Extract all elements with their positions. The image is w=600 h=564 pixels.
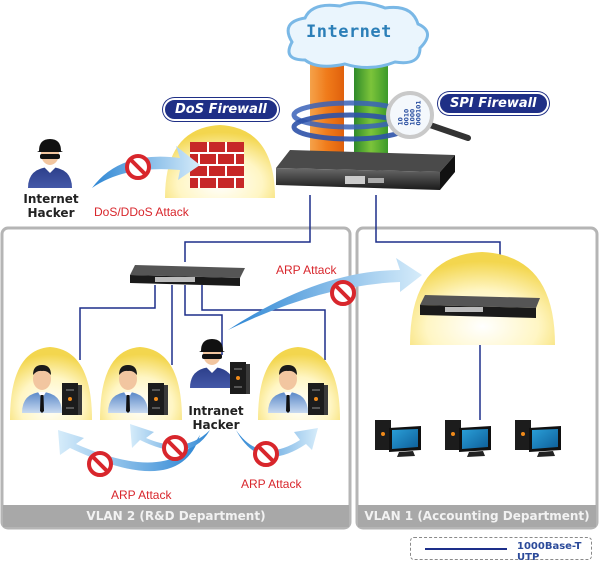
arp-left-arrow bbox=[58, 430, 200, 472]
vlan2-switch-icon bbox=[130, 265, 245, 286]
pc-tower-icon bbox=[308, 383, 328, 415]
binary-line: 000101 bbox=[415, 100, 423, 126]
core-switch-icon bbox=[276, 150, 455, 190]
internet-label: Internet bbox=[306, 22, 392, 42]
cable-legend-line bbox=[425, 548, 507, 550]
pc-tower-icon bbox=[148, 383, 168, 415]
vlan1-switch-icon bbox=[420, 295, 540, 318]
blocked-icon bbox=[253, 441, 279, 467]
arp-cross-vlan-label: ARP Attack bbox=[276, 263, 337, 277]
internet-hacker-label: Internet Hacker bbox=[22, 192, 80, 220]
vlan1-label: VLAN 1 (Accounting Department) bbox=[358, 505, 596, 527]
green-pipe bbox=[354, 60, 388, 160]
label-line: Hacker bbox=[192, 418, 240, 432]
blocked-icon bbox=[330, 280, 356, 306]
dos-firewall-badge: DoS Firewall bbox=[163, 98, 279, 121]
orange-pipe bbox=[310, 60, 344, 160]
internet-cloud bbox=[286, 1, 429, 69]
vlan2-container bbox=[0, 226, 352, 530]
arp-mid-arrow bbox=[130, 424, 210, 451]
vlan1-container bbox=[355, 226, 599, 530]
pc-icon bbox=[445, 420, 491, 457]
blocked-icon bbox=[87, 451, 113, 477]
cable-legend-label: 1000Base-T UTP bbox=[517, 541, 582, 563]
dos-attack-label: DoS/DDoS Attack bbox=[94, 205, 189, 219]
internet-hacker-icon bbox=[28, 139, 72, 188]
label-line: Internet bbox=[23, 192, 79, 206]
intranet-hacker-label: Intranet Hacker bbox=[186, 404, 246, 432]
vlan2-label: VLAN 2 (R&D Department) bbox=[3, 505, 349, 527]
label-line: Intranet bbox=[188, 404, 244, 418]
pc-tower-icon bbox=[230, 362, 250, 394]
legend: 1000Base-T UTP bbox=[410, 537, 592, 563]
spi-firewall-badge: SPI Firewall bbox=[438, 92, 549, 115]
pc-icon bbox=[375, 420, 421, 457]
label-line: Hacker bbox=[27, 206, 75, 220]
arp-right-label: ARP Attack bbox=[241, 477, 302, 491]
blocked-icon bbox=[162, 435, 188, 461]
pc-icon bbox=[515, 420, 561, 457]
magnifier-icon bbox=[386, 91, 471, 141]
blocked-icon bbox=[125, 154, 151, 180]
arp-left-label: ARP Attack bbox=[111, 488, 172, 502]
intranet-hacker-icon bbox=[190, 339, 234, 388]
spi-binary: 10 0010 1000 000101 bbox=[398, 100, 423, 126]
pc-tower-icon bbox=[62, 383, 82, 415]
arp-cross-vlan-arrow bbox=[228, 258, 422, 330]
